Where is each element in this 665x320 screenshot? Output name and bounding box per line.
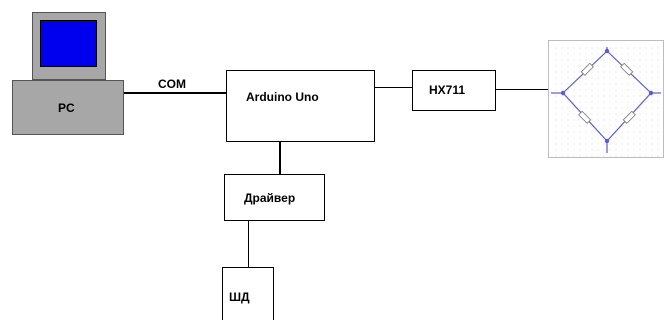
hx711-bridge-connection-line [496, 89, 548, 90]
arduino-hx711-connection-line [375, 87, 412, 88]
driver-label: Драйвер [244, 191, 296, 205]
arduino-uno-block [226, 70, 375, 142]
driver-block [224, 174, 325, 221]
com-connection-line [124, 92, 226, 94]
pc-label: PC [58, 101, 75, 115]
hx711-block [412, 70, 496, 111]
screen-icon [40, 20, 97, 67]
stepper-motor-label: ШД [229, 290, 250, 304]
hx711-label: HX711 [429, 83, 466, 97]
stepper-motor-block [222, 267, 274, 320]
driver-motor-connection-line [248, 221, 249, 267]
strain-gauge-bridge-icon [551, 43, 663, 157]
strain-gauge-bridge-panel [548, 40, 664, 158]
computer-icon [12, 80, 124, 135]
arduino-driver-connection-line [279, 142, 281, 174]
arduino-uno-label: Arduino Uno [246, 90, 319, 104]
com-label: COM [158, 77, 186, 91]
